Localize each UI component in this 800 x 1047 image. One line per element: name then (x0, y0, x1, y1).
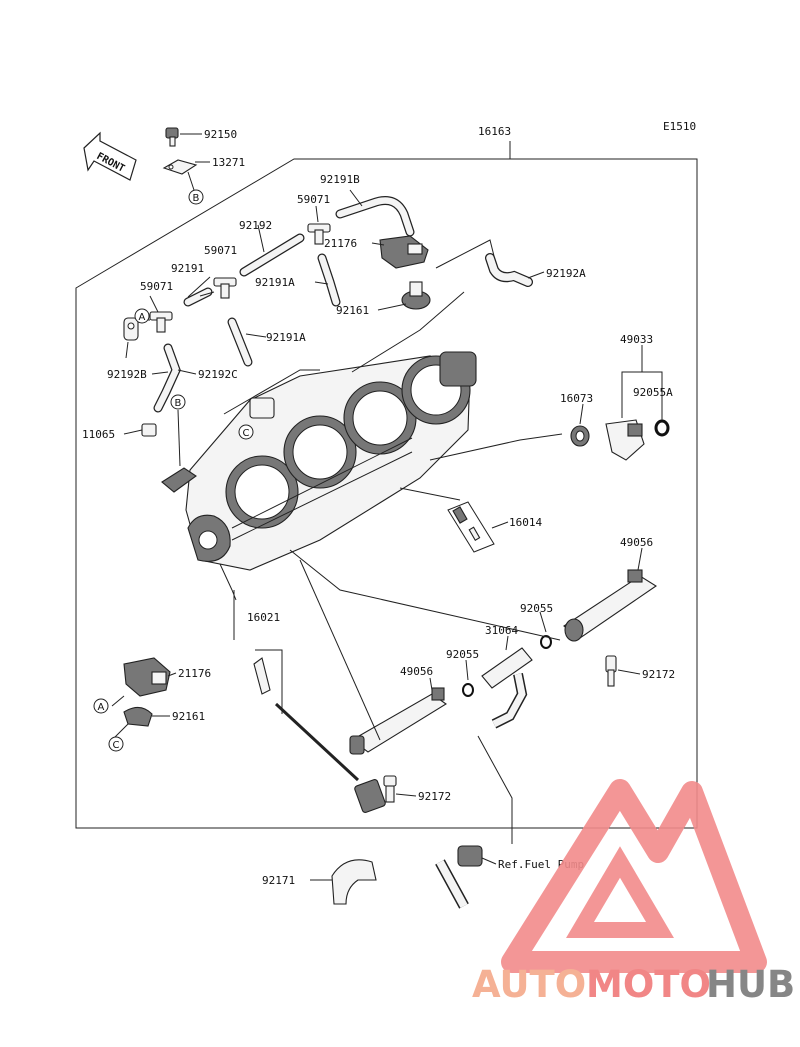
hose-92191A-lower-icon (227, 317, 253, 367)
part-label: 31064 (485, 624, 518, 637)
fuel-rail-49056-upper-icon (563, 569, 658, 642)
sensor-21176-upper-icon (379, 235, 429, 269)
seal-16073-icon (570, 425, 590, 447)
fuel-pump-fitting-icon (435, 845, 483, 909)
part-label: 16021 (247, 611, 280, 624)
hose-92192-icon (239, 233, 305, 277)
callout-c-lower: C (108, 736, 124, 752)
part-label: 21176 (178, 667, 211, 680)
hose-92191B-icon (335, 196, 415, 237)
part-label: 92172 (642, 668, 675, 681)
screw-11065-icon (141, 423, 157, 437)
t-joint-59071-upper-icon (307, 223, 331, 245)
fitting-92192B-icon (123, 317, 139, 341)
joint-31064-icon (481, 647, 533, 729)
svg-text:C: C (243, 428, 250, 439)
part-label: 92161 (172, 710, 205, 723)
part-label: 13271 (212, 156, 245, 169)
svg-text:B: B (193, 193, 200, 204)
hose-92191A-upper-icon (317, 253, 341, 307)
callout-a-upper: A (134, 308, 150, 324)
figure-code: E1510 (663, 120, 696, 133)
screws-16014-icon (452, 506, 481, 541)
part-label: 59071 (204, 244, 237, 257)
t-joint-59071-lower-icon (149, 311, 173, 333)
part-labels: 16163 92150 13271 92191B 59071 21176 921… (82, 125, 675, 887)
part-label: 49033 (620, 333, 653, 346)
watermark-part2: MOTO (586, 963, 711, 1006)
part-label: 92191A (266, 331, 306, 344)
part-label: 11065 (82, 428, 115, 441)
oring-92055-lower-icon (462, 683, 474, 697)
throttle-body-assembly (185, 351, 477, 571)
fuel-rail-49056-lower-icon (349, 687, 447, 755)
part-label: 92192 (239, 219, 272, 232)
callout-a-lower: A (93, 698, 109, 714)
hose-92192A-icon (485, 253, 533, 287)
injector-49033-icon (605, 419, 645, 461)
sensor-21176-lower-icon (123, 657, 171, 697)
hose-92191-icon (183, 287, 213, 307)
part-label: 92161 (336, 304, 369, 317)
screw-92172-upper-icon (605, 655, 617, 687)
cable-16021-icon (253, 657, 386, 813)
part-label: 49056 (400, 665, 433, 678)
bracket-lower-b-icon (161, 467, 197, 493)
bolt-92150-icon (165, 127, 179, 147)
part-label: 92055A (633, 386, 673, 399)
svg-text:C: C (113, 740, 120, 751)
oring-92055-upper-icon (540, 635, 552, 649)
watermark-part1: AUTO (472, 963, 586, 1006)
part-label: 16014 (509, 516, 542, 529)
callout-b-upper: B (188, 189, 204, 205)
screw-92172-lower-icon (383, 775, 397, 803)
watermark-part3: HUB (706, 963, 795, 1006)
part-label: 59071 (297, 193, 330, 206)
part-label: 92150 (204, 128, 237, 141)
callout-b-lower: B (170, 394, 186, 410)
part-label: 92191 (171, 262, 204, 275)
holder-92161-upper-icon (401, 281, 431, 310)
part-label: 92192B (107, 368, 147, 381)
holder-92161-lower-icon (123, 706, 153, 727)
assembly-outline (75, 158, 698, 829)
part-label: 92192A (546, 267, 586, 280)
part-label: 92191A (255, 276, 295, 289)
part-label: 49056 (620, 536, 653, 549)
part-label: 16073 (560, 392, 593, 405)
part-label: 16163 (478, 125, 511, 138)
part-label: 92055 (520, 602, 553, 615)
part-label: 92055 (446, 648, 479, 661)
svg-text:B: B (175, 398, 182, 409)
part-label: 92172 (418, 790, 451, 803)
part-label: 92192C (198, 368, 238, 381)
oring-92055A-icon (654, 419, 670, 437)
t-joint-59071-middle-icon (213, 277, 237, 299)
front-arrow-icon: FRONT (83, 131, 137, 181)
callout-c-upper: C (238, 424, 254, 440)
bracket-13271-icon (162, 159, 198, 175)
part-label: 21176 (324, 237, 357, 250)
part-label: 59071 (140, 280, 173, 293)
part-label: 92171 (262, 874, 295, 887)
automotohub-watermark: AUTO MOTO HUB (472, 779, 795, 1006)
bracket-92171-icon (331, 859, 377, 905)
part-label: 92191B (320, 173, 360, 186)
hose-92192C-icon (153, 343, 181, 413)
svg-text:A: A (139, 312, 146, 323)
svg-text:A: A (98, 702, 105, 713)
leader-lines (111, 189, 643, 881)
